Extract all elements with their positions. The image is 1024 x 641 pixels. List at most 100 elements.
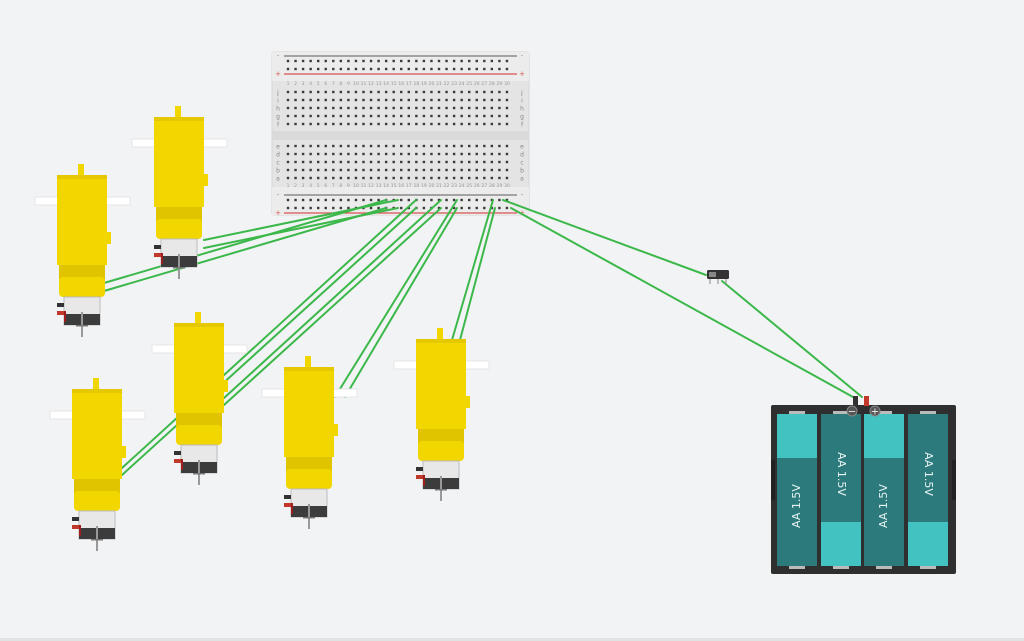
rail-hole[interactable] — [422, 59, 426, 63]
rail-hole[interactable] — [400, 206, 403, 210]
terminal-hole[interactable] — [415, 168, 418, 172]
terminal-hole[interactable] — [324, 168, 327, 172]
terminal-hole[interactable] — [369, 160, 373, 164]
terminal-hole[interactable] — [498, 176, 501, 180]
terminal-hole[interactable] — [384, 144, 388, 148]
terminal-hole[interactable] — [384, 98, 388, 102]
terminal-hole[interactable] — [392, 114, 395, 118]
terminal-hole[interactable] — [384, 122, 388, 126]
terminal-hole[interactable] — [309, 176, 312, 180]
terminal-hole[interactable] — [332, 168, 335, 172]
rail-hole[interactable] — [437, 206, 441, 210]
terminal-hole[interactable] — [354, 160, 358, 164]
rail-hole[interactable] — [369, 206, 373, 210]
rail-hole[interactable] — [332, 59, 335, 63]
terminal-hole[interactable] — [460, 98, 463, 102]
wire-1[interactable] — [103, 199, 387, 284]
terminal-hole[interactable] — [422, 152, 426, 156]
terminal-hole[interactable] — [422, 106, 426, 110]
terminal-hole[interactable] — [339, 106, 343, 110]
rail-hole[interactable] — [286, 198, 290, 202]
rail-hole[interactable] — [407, 67, 410, 71]
terminal-hole[interactable] — [317, 144, 320, 148]
rail-hole[interactable] — [400, 59, 403, 63]
terminal-hole[interactable] — [362, 90, 365, 94]
terminal-hole[interactable] — [317, 90, 320, 94]
motor-terminal-black[interactable] — [416, 467, 423, 471]
rail-hole[interactable] — [452, 198, 456, 202]
terminal-hole[interactable] — [452, 160, 456, 164]
rail-hole[interactable] — [437, 198, 441, 202]
terminal-hole[interactable] — [317, 176, 320, 180]
rail-hole[interactable] — [317, 198, 320, 202]
rail-hole[interactable] — [354, 198, 358, 202]
terminal-hole[interactable] — [294, 98, 297, 102]
terminal-hole[interactable] — [369, 144, 373, 148]
rail-hole[interactable] — [468, 198, 471, 202]
terminal-hole[interactable] — [452, 98, 456, 102]
terminal-hole[interactable] — [384, 152, 388, 156]
rail-hole[interactable] — [384, 67, 388, 71]
terminal-hole[interactable] — [422, 144, 426, 148]
terminal-hole[interactable] — [347, 122, 350, 126]
terminal-hole[interactable] — [445, 160, 448, 164]
terminal-hole[interactable] — [445, 168, 448, 172]
terminal-hole[interactable] — [339, 152, 343, 156]
terminal-hole[interactable] — [422, 90, 426, 94]
terminal-hole[interactable] — [286, 106, 290, 110]
rail-hole[interactable] — [460, 67, 463, 71]
terminal-hole[interactable] — [400, 106, 403, 110]
terminal-hole[interactable] — [460, 122, 463, 126]
terminal-hole[interactable] — [339, 168, 343, 172]
terminal-hole[interactable] — [324, 176, 327, 180]
terminal-hole[interactable] — [437, 90, 441, 94]
wire-11[interactable] — [451, 199, 494, 341]
terminal-hole[interactable] — [460, 176, 463, 180]
terminal-hole[interactable] — [354, 176, 358, 180]
rail-hole[interactable] — [286, 67, 290, 71]
terminal-hole[interactable] — [475, 144, 478, 148]
wire-4[interactable] — [203, 207, 399, 249]
terminal-hole[interactable] — [468, 152, 471, 156]
terminal-hole[interactable] — [483, 106, 486, 110]
terminal-hole[interactable] — [332, 122, 335, 126]
terminal-hole[interactable] — [354, 90, 358, 94]
terminal-hole[interactable] — [294, 90, 297, 94]
rail-hole[interactable] — [354, 67, 358, 71]
terminal-hole[interactable] — [415, 90, 418, 94]
rail-hole[interactable] — [317, 67, 320, 71]
terminal-hole[interactable] — [468, 122, 471, 126]
rail-hole[interactable] — [407, 198, 410, 202]
terminal-hole[interactable] — [347, 144, 350, 148]
terminal-hole[interactable] — [422, 168, 426, 172]
terminal-hole[interactable] — [483, 98, 486, 102]
terminal-hole[interactable] — [332, 176, 335, 180]
terminal-hole[interactable] — [294, 168, 297, 172]
terminal-hole[interactable] — [415, 144, 418, 148]
terminal-hole[interactable] — [286, 160, 290, 164]
dc-motor-6[interactable] — [393, 328, 490, 501]
terminal-hole[interactable] — [415, 122, 418, 126]
terminal-hole[interactable] — [332, 98, 335, 102]
terminal-hole[interactable] — [475, 176, 478, 180]
terminal-hole[interactable] — [498, 98, 501, 102]
terminal-hole[interactable] — [332, 160, 335, 164]
terminal-hole[interactable] — [407, 144, 410, 148]
terminal-hole[interactable] — [437, 152, 441, 156]
terminal-hole[interactable] — [452, 122, 456, 126]
rail-hole[interactable] — [317, 59, 320, 63]
terminal-hole[interactable] — [490, 176, 494, 180]
terminal-hole[interactable] — [347, 152, 350, 156]
terminal-hole[interactable] — [505, 106, 509, 110]
terminal-hole[interactable] — [490, 144, 494, 148]
terminal-hole[interactable] — [317, 160, 320, 164]
terminal-hole[interactable] — [392, 152, 395, 156]
rail-hole[interactable] — [377, 59, 380, 63]
terminal-hole[interactable] — [407, 152, 410, 156]
rail-hole[interactable] — [332, 198, 335, 202]
terminal-hole[interactable] — [324, 114, 327, 118]
rail-hole[interactable] — [452, 67, 456, 71]
motor-terminal-red[interactable] — [174, 459, 181, 463]
terminal-hole[interactable] — [339, 90, 343, 94]
